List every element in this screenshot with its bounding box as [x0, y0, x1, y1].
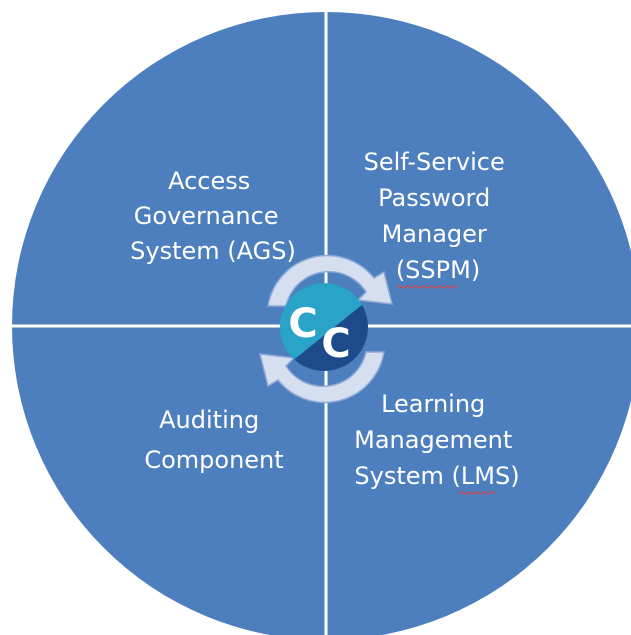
label-top-right-line-2: Password — [378, 184, 490, 212]
logo-letter-first: C — [288, 301, 317, 347]
label-bottom-left-line-1: Auditing — [159, 406, 259, 434]
quadrant-circle — [12, 12, 631, 635]
label-bottom-right-line-3: System (LMS) — [354, 462, 519, 490]
label-top-right: Self-Service Password Manager (SSPM) — [364, 148, 513, 284]
label-top-right-line-1: Self-Service — [364, 148, 505, 176]
label-top-left-line-3: System (AGS) — [130, 237, 296, 265]
label-top-left-line-2: Governance — [134, 202, 279, 230]
logo-dark-segment — [280, 300, 368, 371]
quadrant-bottom-right — [326, 326, 631, 635]
spellcheck-underline-sspm — [396, 285, 458, 289]
quadrant-top-right — [326, 12, 631, 326]
label-bottom-right-line-1: Learning — [381, 390, 485, 418]
label-bottom-left-line-2: Component — [144, 446, 283, 474]
quadrant-top-left — [12, 12, 326, 326]
logo-letter-second: C — [321, 321, 350, 367]
label-top-right-line-3: Manager — [382, 220, 487, 248]
cycle-arrow-upper — [267, 254, 393, 307]
quadrant-bottom-left — [12, 326, 326, 635]
cycle-arrow-lower — [259, 351, 385, 404]
cc-logo-icon: C C — [280, 283, 368, 371]
label-bottom-left: Auditing Component — [144, 406, 283, 474]
spellcheck-underline-lms — [458, 491, 496, 495]
label-bottom-right-line-2: Management — [354, 426, 512, 454]
circular-arrows-icon — [259, 254, 393, 404]
label-bottom-right: Learning Management System (LMS) — [354, 390, 520, 490]
label-top-left: Access Governance System (AGS) — [130, 167, 296, 265]
label-top-right-line-4: (SSPM) — [396, 256, 480, 284]
label-top-left-line-1: Access — [168, 167, 250, 195]
